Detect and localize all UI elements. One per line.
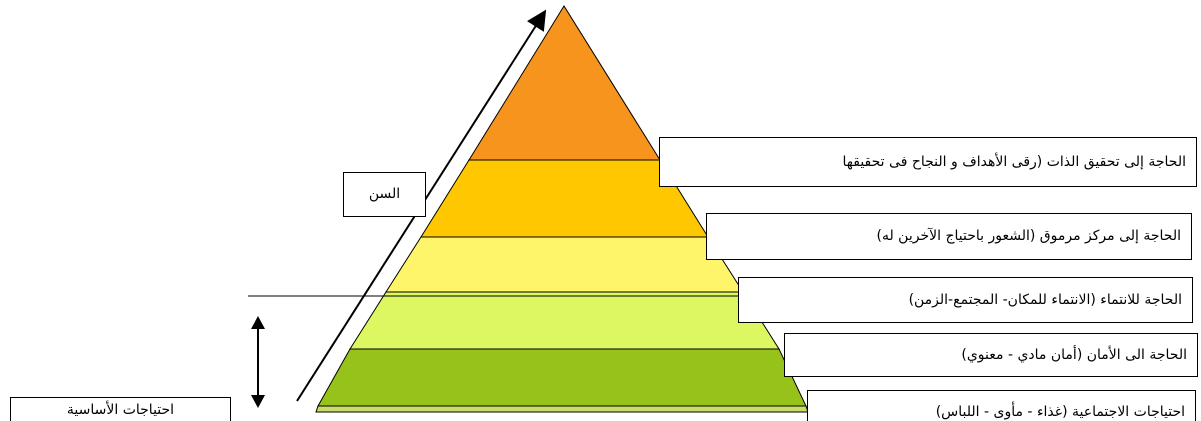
pyramid-level-self-actualization <box>468 5 661 161</box>
pyramid-level-belonging <box>385 236 744 293</box>
basic-needs-arrow-head-up <box>251 316 265 329</box>
age-label-box: السن <box>343 172 426 217</box>
pyramid-level-safety <box>349 291 780 350</box>
level-label-self-actualization: الحاجة إلى تحقيق الذات (رقى الأهداف و ال… <box>659 137 1197 187</box>
level-label-safety: الحاجة الى الأمان (أمان مادي - معنوي) <box>784 333 1198 377</box>
pyramid-base-rim <box>315 405 809 413</box>
basic-needs-arrow-head-down <box>251 395 265 408</box>
pyramid-level-physiological <box>317 348 807 407</box>
level-label-physiological: احتياجات الاجتماعية (غذاء - مأوى - اللبا… <box>807 390 1196 421</box>
level-label-esteem: الحاجة إلى مركز مرموق (الشعور باحتياج ال… <box>706 213 1192 260</box>
level-label-belonging: الحاجة للانتماء (الانتماء للمكان- المجتم… <box>738 277 1193 323</box>
basic-needs-label-box: احتياجات الأساسية <box>10 397 231 421</box>
